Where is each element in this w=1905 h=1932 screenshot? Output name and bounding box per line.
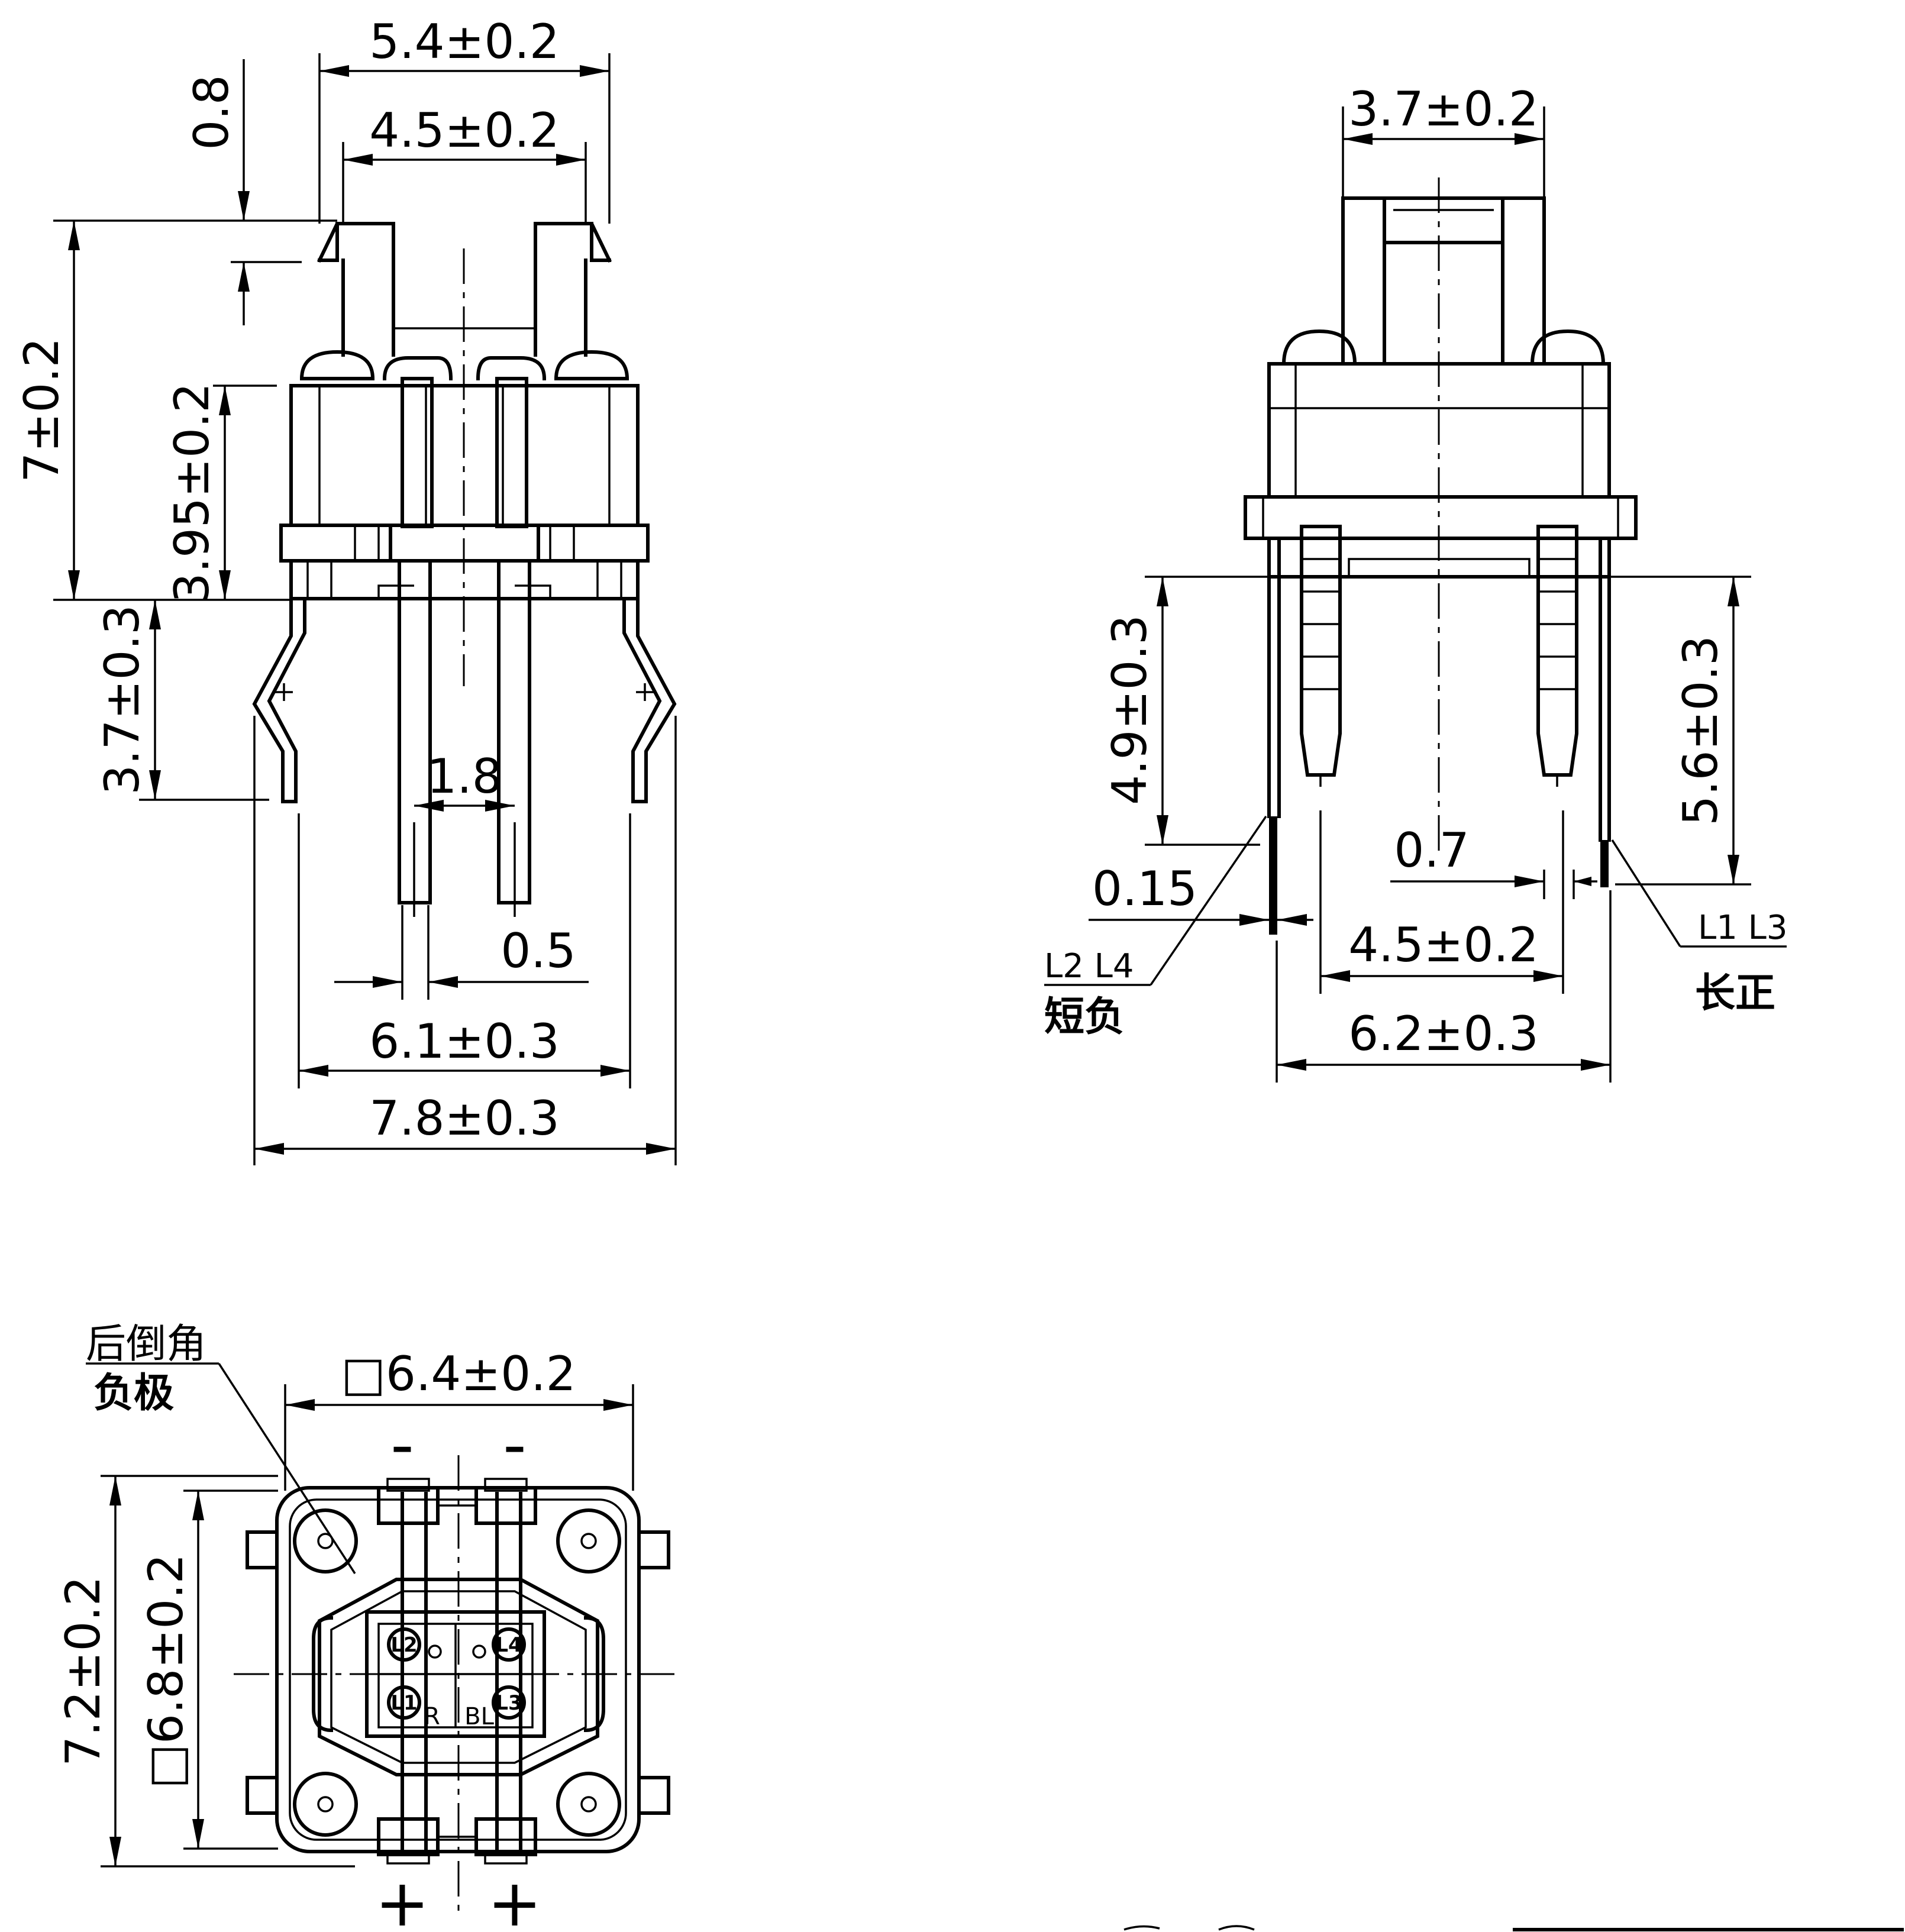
dim-overall-height: 7±0.2 [14,337,69,482]
polarity-minus-right: - [503,1407,527,1482]
side-dim-left-pin: 4.9±0.3 [1102,615,1157,805]
side-dim-pin-spacing: 4.5±0.2 [1348,917,1538,973]
dim-step: 0.8 [184,75,239,150]
dim-span-inner: 6.1±0.3 [369,1014,559,1069]
dim-terminal-length: 3.7±0.3 [95,605,150,794]
dim-pin-spacing: 1.8 [427,749,502,804]
callout-right-note: 长正 [1695,970,1775,1017]
led-label-l4: L4 [495,1633,522,1657]
side-dim-pin-width: 0.7 [1394,823,1469,878]
side-dim-right-pin: 5.6±0.3 [1673,635,1728,825]
polarity-minus-left: - [390,1407,414,1482]
side-view: 3.7±0.2 4.9±0.3 5.6±0.3 0.7 0.15 4.5±0.2 [1044,82,1787,1083]
led-label-red: R [424,1703,440,1730]
bottom-dim-width: □6.4±0.2 [341,1346,576,1401]
dim-span-outer: 7.8±0.3 [369,1091,559,1146]
bottom-dim-outer-height: 7.2±0.2 [56,1576,111,1766]
side-dim-top-width: 3.7±0.2 [1348,82,1538,137]
callout-left-pins: L2 L4 [1044,947,1134,986]
callout-right-pins: L1 L3 [1698,909,1787,947]
polarity-plus-right: + [487,1865,542,1932]
bottom-dim-inner-height: □6.8±0.2 [138,1553,193,1788]
callout-cathode: 负极 [93,1370,174,1417]
dim-inner-width: 4.5±0.2 [369,103,559,158]
dim-pin-width: 0.5 [501,923,576,978]
dim-body-height: 3.95±0.2 [164,383,219,603]
led-label-l1: L1 [390,1691,417,1715]
led-label-l3: L3 [495,1691,522,1715]
polarity-plus-left: + [375,1865,430,1932]
side-dim-pin-thickness: 0.15 [1092,861,1197,916]
led-label-blue: BL [464,1703,494,1730]
bottom-view: L2 L4 L1 L3 R BL - - + + □6.4±0.2 7.2±0.… [56,1321,674,1932]
edge-marks [1123,1925,1904,1931]
callout-chamfer: 后倒角 [86,1321,206,1368]
led-label-l2: L2 [390,1633,417,1657]
side-dim-span: 6.2±0.3 [1348,1006,1538,1061]
callout-left-note: 短负 [1044,994,1125,1041]
front-view: 5.4±0.2 4.5±0.2 0.8 7±0.2 3.95±0.2 3.7±0… [14,14,677,1165]
dim-top-width: 5.4±0.2 [369,14,559,69]
